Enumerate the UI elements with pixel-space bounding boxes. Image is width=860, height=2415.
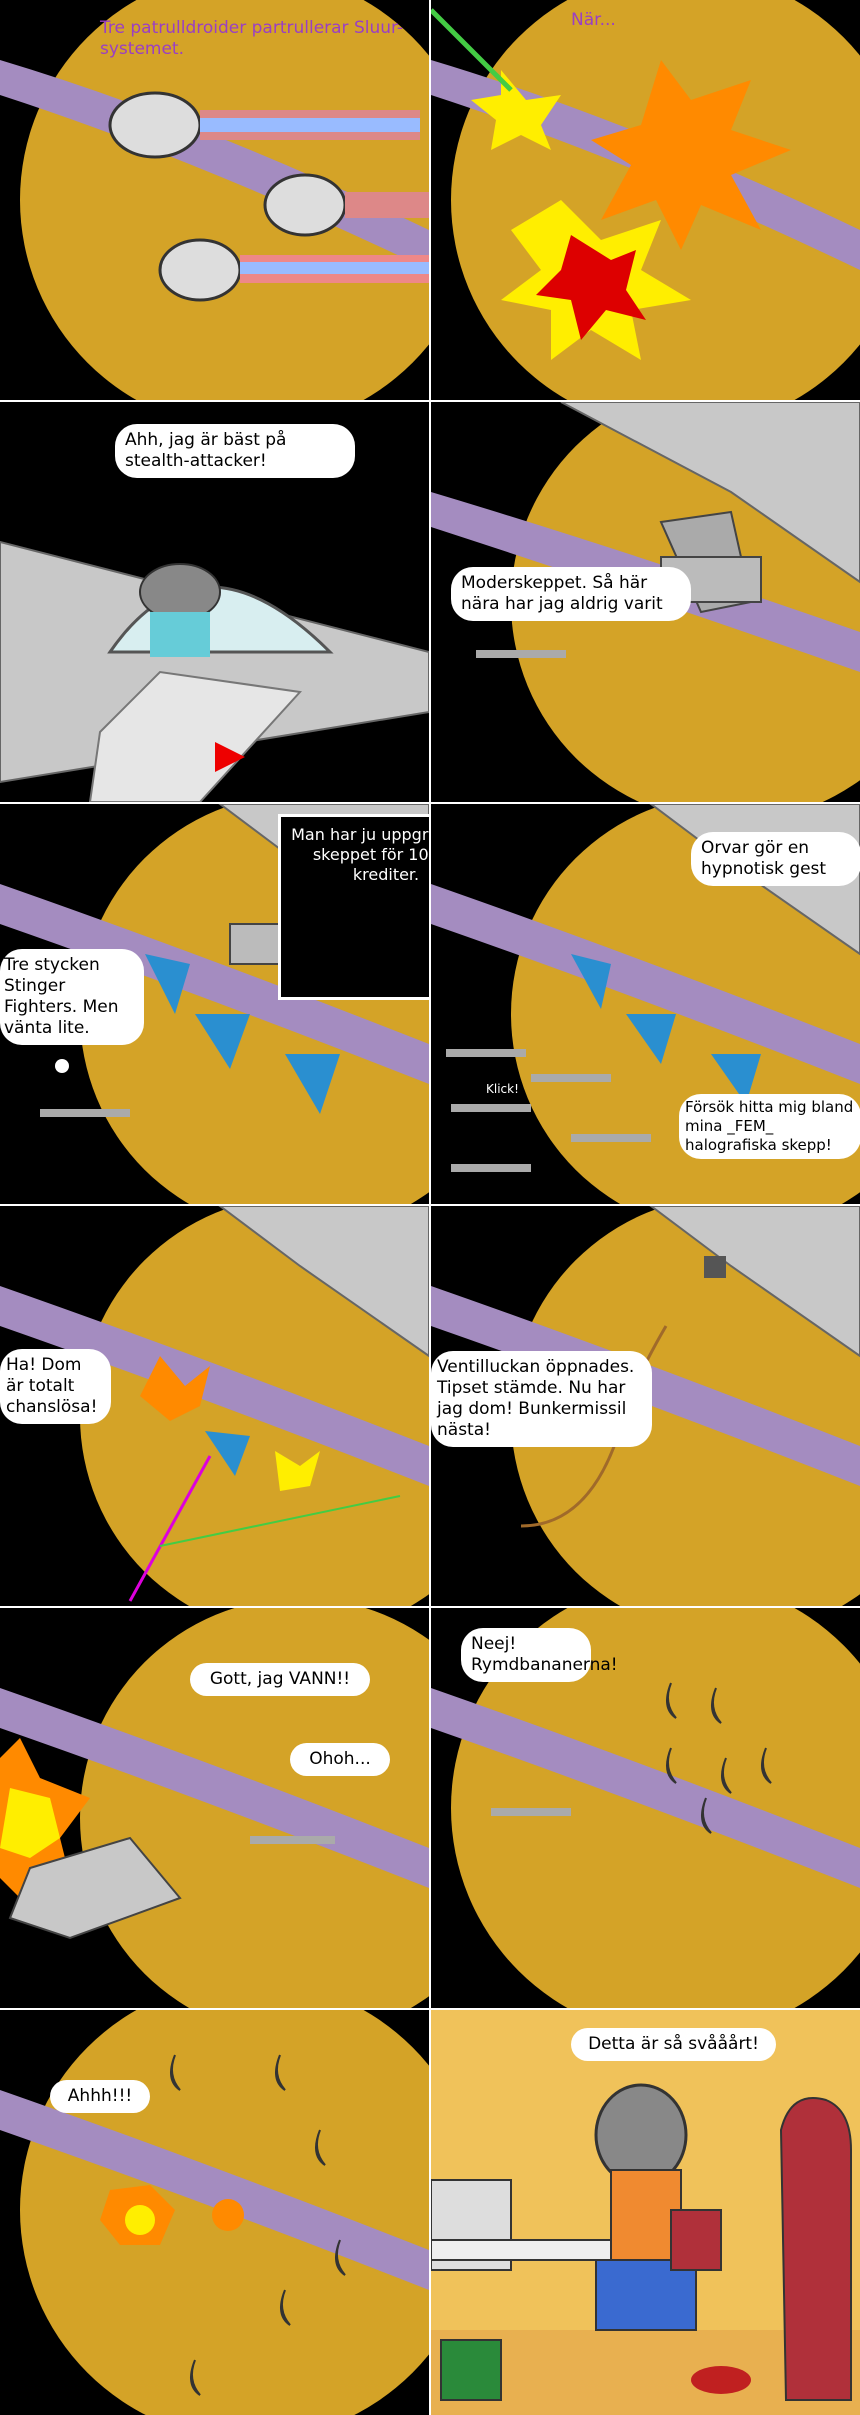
droid-ship-1 [108,91,420,159]
stinger-fighter-3 [285,1054,340,1114]
battle-scene [0,1206,429,1606]
explosion-scene [431,0,860,400]
speech-bubble: Försök hitta mig bland mina _FEM_ halogr… [679,1094,860,1159]
banana-attack-scene [0,2010,429,2415]
panel-6: Orvar gör en hypnotisk gest Klick! Försö… [431,804,860,1204]
speech-bubble: Ventilluckan öppnades. Tipset stämde. Nu… [431,1351,652,1447]
panel-11: Ahhh!!! [0,2010,429,2415]
droid-ship-2 [263,173,429,237]
speech-bubble: Orvar gör en hypnotisk gest [691,832,860,886]
panel-10: Neej! Rymdbananerna! [431,1608,860,2008]
speech-bubble: Detta är så svååårt! [571,2028,776,2061]
panel-2: När... [431,0,860,400]
sound-effect: Klick! [486,1082,519,1096]
speech-bubble: Ahh, jag är bäst på stealth-attacker! [115,424,355,478]
planet-scene [0,0,429,400]
speech-bubble: Ahhh!!! [50,2080,150,2113]
panel-4: Moderskeppet. Så här nära har jag aldrig… [431,402,860,802]
panel-1: Tre patrulldroider partrullerar Sluur-sy… [0,0,429,400]
stinger-fighter-1 [145,954,190,1014]
droid-ship-3 [158,238,429,302]
panel-caption: Tre patrulldroider partrullerar Sluur-sy… [100,18,404,59]
panel-8: Ventilluckan öppnades. Tipset stämde. Nu… [431,1206,860,1606]
thought-dot [55,1059,69,1073]
room-scene [431,2010,860,2415]
panel-7: Ha! Dom är totalt chanslösa! [0,1206,429,1606]
banana-scene [431,1608,860,2008]
speech-bubble: Neej! Rymdbananerna! [461,1628,618,1682]
panel-3: Ahh, jag är bäst på stealth-attacker! [0,402,429,802]
flashback-inset: Man har ju uppgraderat skeppet för 10000… [278,814,429,1000]
stinger-fighter-2 [195,1014,250,1069]
speech-bubble: Ha! Dom är totalt chanslösa! [0,1349,111,1424]
inset-text: Man har ju uppgraderat skeppet för 10000… [291,825,429,884]
panel-caption: När... [571,10,616,30]
speech-bubble: Ohoh... [290,1743,390,1776]
speech-bubble: Gott, jag VANN!! [190,1663,370,1696]
speech-bubble: Tre stycken Stinger Fighters. Men vänta … [0,949,144,1045]
panel-9: Gott, jag VANN!! Ohoh... [0,1608,429,2008]
speech-bubble: Moderskeppet. Så här nära har jag aldrig… [451,567,691,621]
panel-12: Detta är så svååårt! [431,2010,860,2415]
panel-5: Tre stycken Stinger Fighters. Men vänta … [0,804,429,1204]
